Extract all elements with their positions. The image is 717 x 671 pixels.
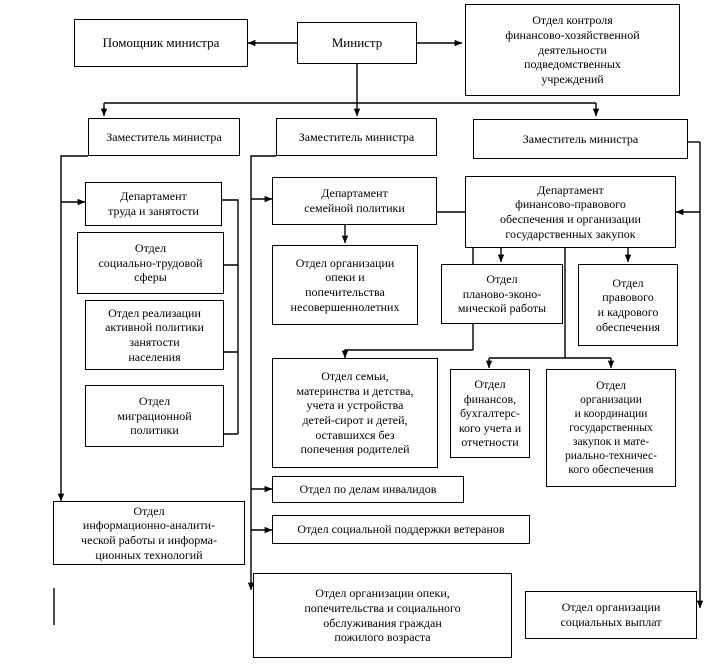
node-control-department-label: Отдел контроля финансово-хозяйственной д… (505, 13, 640, 86)
node-deputy-minister-2[interactable]: Заместитель министра (276, 118, 437, 156)
node-department-family-policy-label: Департамент семейной политики (304, 186, 405, 215)
node-otdel-active-employment-policy[interactable]: Отдел реализации активной политики занят… (85, 300, 224, 370)
node-otdel-veterans-social-support-label: Отдел социальной поддержки ветеранов (297, 522, 505, 537)
node-minister-label: Министр (331, 35, 383, 51)
node-otdel-social-labor-sphere[interactable]: Отдел социально-трудовой сферы (77, 232, 224, 294)
node-otdel-invalids-affairs[interactable]: Отдел по делам инвалидов (272, 476, 464, 503)
node-otdel-guardianship-minors-label: Отдел организации опеки и попечительства… (290, 255, 400, 314)
node-deputy-minister-1-label: Заместитель министра (106, 129, 222, 144)
node-deputy-minister-3-label: Заместитель министра (522, 131, 639, 146)
node-department-finance-legal-procurement-label: Департамент финансово-правового обеспече… (500, 182, 641, 241)
node-otdel-migration-policy-label: Отдел миграционной политики (117, 394, 192, 438)
node-department-finance-legal-procurement[interactable]: Департамент финансово-правового обеспече… (465, 176, 676, 248)
node-otdel-family-motherhood-childhood[interactable]: Отдел семьи, материнства и детства, учет… (272, 358, 438, 468)
node-otdel-planning-economic-label: Отдел планово-эконо- мической работы (457, 272, 547, 316)
node-otdel-social-labor-sphere-label: Отдел социально-трудовой сферы (98, 241, 203, 285)
node-otdel-veterans-social-support[interactable]: Отдел социальной поддержки ветеранов (272, 515, 530, 544)
node-department-labor-employment-label: Департамент труда и занятости (108, 189, 199, 218)
node-otdel-legal-hr-support-label: Отдел правового и кадрового обеспечения (595, 275, 661, 334)
node-otdel-guardianship-minors[interactable]: Отдел организации опеки и попечительства… (272, 245, 418, 325)
node-assistant-minister[interactable]: Помощник министра (74, 19, 248, 67)
node-otdel-elderly-care[interactable]: Отдел организации опеки, попечительства … (253, 573, 512, 658)
node-department-family-policy[interactable]: Департамент семейной политики (272, 177, 437, 225)
node-otdel-active-employment-policy-label: Отдел реализации активной политики занят… (105, 305, 204, 364)
node-otdel-elderly-care-label: Отдел организации опеки, попечительства … (304, 586, 461, 645)
node-otdel-finance-accounting-reporting[interactable]: Отдел финансов, бухгалтерс- кого учета и… (450, 369, 530, 458)
node-deputy-minister-2-label: Заместитель министра (298, 129, 415, 144)
node-deputy-minister-3[interactable]: Заместитель министра (473, 119, 688, 159)
edge-to-family-motherhood (341, 349, 473, 359)
node-otdel-planning-economic[interactable]: Отдел планово-эконо- мической работы (441, 264, 563, 324)
node-otdel-information-analytical[interactable]: Отдел информационно-аналити- ческой рабо… (53, 501, 245, 565)
edge-deputy1-left-rail (60, 155, 88, 489)
edge-dept-labor-right-rail (222, 199, 239, 434)
node-otdel-procurement-coordination-label: Отдел организации и координации государс… (565, 379, 657, 477)
node-department-labor-employment[interactable]: Департамент труда и занятости (85, 182, 222, 226)
node-minister[interactable]: Министр (297, 22, 417, 64)
node-otdel-migration-policy[interactable]: Отдел миграционной политики (85, 385, 224, 447)
node-otdel-invalids-affairs-label: Отдел по делам инвалидов (299, 482, 437, 497)
node-otdel-social-payments-label: Отдел организации социальных выплат (560, 600, 662, 629)
node-deputy-minister-1[interactable]: Заместитель министра (88, 118, 240, 156)
node-assistant-minister-label: Помощник министра (102, 35, 220, 51)
node-otdel-family-motherhood-childhood-label: Отдел семьи, материнства и детства, учет… (296, 369, 414, 457)
node-otdel-procurement-coordination[interactable]: Отдел организации и координации государс… (546, 369, 676, 487)
node-otdel-legal-hr-support[interactable]: Отдел правового и кадрового обеспечения (578, 264, 678, 346)
node-otdel-finance-accounting-reporting-label: Отдел финансов, бухгалтерс- кого учета и… (458, 376, 522, 450)
node-control-department[interactable]: Отдел контроля финансово-хозяйственной д… (465, 4, 680, 96)
node-otdel-information-analytical-label: Отдел информационно-аналити- ческой рабо… (81, 503, 217, 562)
node-otdel-social-payments[interactable]: Отдел организации социальных выплат (525, 591, 697, 639)
